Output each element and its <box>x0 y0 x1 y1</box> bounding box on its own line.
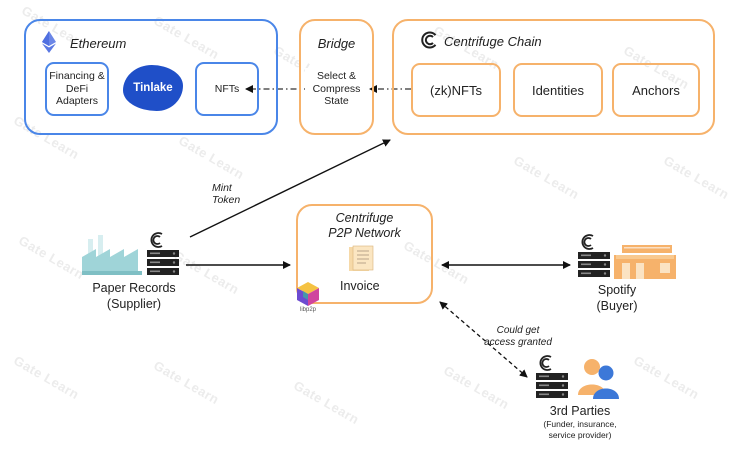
supplier-label: Paper Records (Supplier) <box>78 281 190 312</box>
chain-anchors-label: Anchors <box>632 82 680 98</box>
centrifuge-logo-icon <box>421 31 437 49</box>
mint-token-label: Mint Token <box>212 182 240 206</box>
eth-nfts-box: NFTs <box>195 62 259 116</box>
p2p-title-line2: P2P Network <box>328 226 401 240</box>
p2p-network-title: Centrifuge P2P Network <box>296 211 433 241</box>
third-parties-line1: (Funder, insurance, <box>543 419 617 429</box>
bridge-title: Bridge <box>317 36 356 51</box>
supplier-line2: (Supplier) <box>106 296 162 311</box>
financing-adapters-box: Financing & DeFi Adapters <box>45 62 109 116</box>
access-granted-line2: access granted <box>484 337 552 348</box>
tinlake-label: Tinlake <box>133 82 173 94</box>
buyer-building-icon <box>614 245 676 279</box>
chain-zknfts-label: (zk)NFTs <box>430 82 482 98</box>
libp2p-label: libp2p <box>299 307 316 313</box>
supplier-line1: Paper Records <box>92 281 176 295</box>
buyer-line1: Spotify <box>597 283 637 297</box>
ethereum-panel <box>24 19 278 135</box>
centrifuge-chain-title: Centrifuge Chain <box>444 34 542 49</box>
supplier-server-icon <box>147 232 179 275</box>
ethereum-icon <box>42 31 56 53</box>
bridge-body: Select & Compress State <box>305 68 368 110</box>
chain-identities-label: Identities <box>531 82 585 98</box>
chain-anchors-box: Anchors <box>612 63 700 117</box>
invoice-document-icon <box>349 245 374 271</box>
p2p-network-panel <box>296 204 433 304</box>
bridge-panel <box>299 19 374 135</box>
invoice-label: Invoice <box>340 279 380 293</box>
mint-token-line1: Mint <box>212 182 232 194</box>
eth-nfts-label: NFTs <box>214 82 240 95</box>
mint-token-line2: Token <box>212 194 241 207</box>
third-parties-line2: service provider) <box>548 429 612 440</box>
buyer-server-icon <box>578 234 610 277</box>
mint-token-arrow <box>189 139 391 238</box>
ethereum-title: Ethereum <box>70 36 127 51</box>
financing-adapters-label: Financing & DeFi Adapters <box>49 70 105 108</box>
buyer-label: Spotify (Buyer) <box>587 283 647 314</box>
factory-icon <box>82 235 142 275</box>
access-granted-label: Could get access granted <box>475 325 561 349</box>
tinlake-logo: Tinlake <box>123 65 183 111</box>
p2p-to-third-parties-arrow <box>439 301 528 378</box>
third-parties-title: 3rd Parties <box>549 404 611 418</box>
chain-zknfts-box: (zk)NFTs <box>411 63 501 117</box>
p2p-title-line1: Centrifuge <box>335 211 394 225</box>
libp2p-cube-icon <box>297 282 319 306</box>
access-granted-line1: Could get <box>496 325 540 336</box>
chain-identities-box: Identities <box>513 63 603 117</box>
centrifuge-chain-panel <box>392 19 715 135</box>
buyer-line2: (Buyer) <box>596 298 638 313</box>
third-parties-server-icon <box>536 355 568 398</box>
people-group-icon <box>578 359 619 399</box>
third-parties-description: (Funder, insurance, service provider) <box>528 419 632 440</box>
